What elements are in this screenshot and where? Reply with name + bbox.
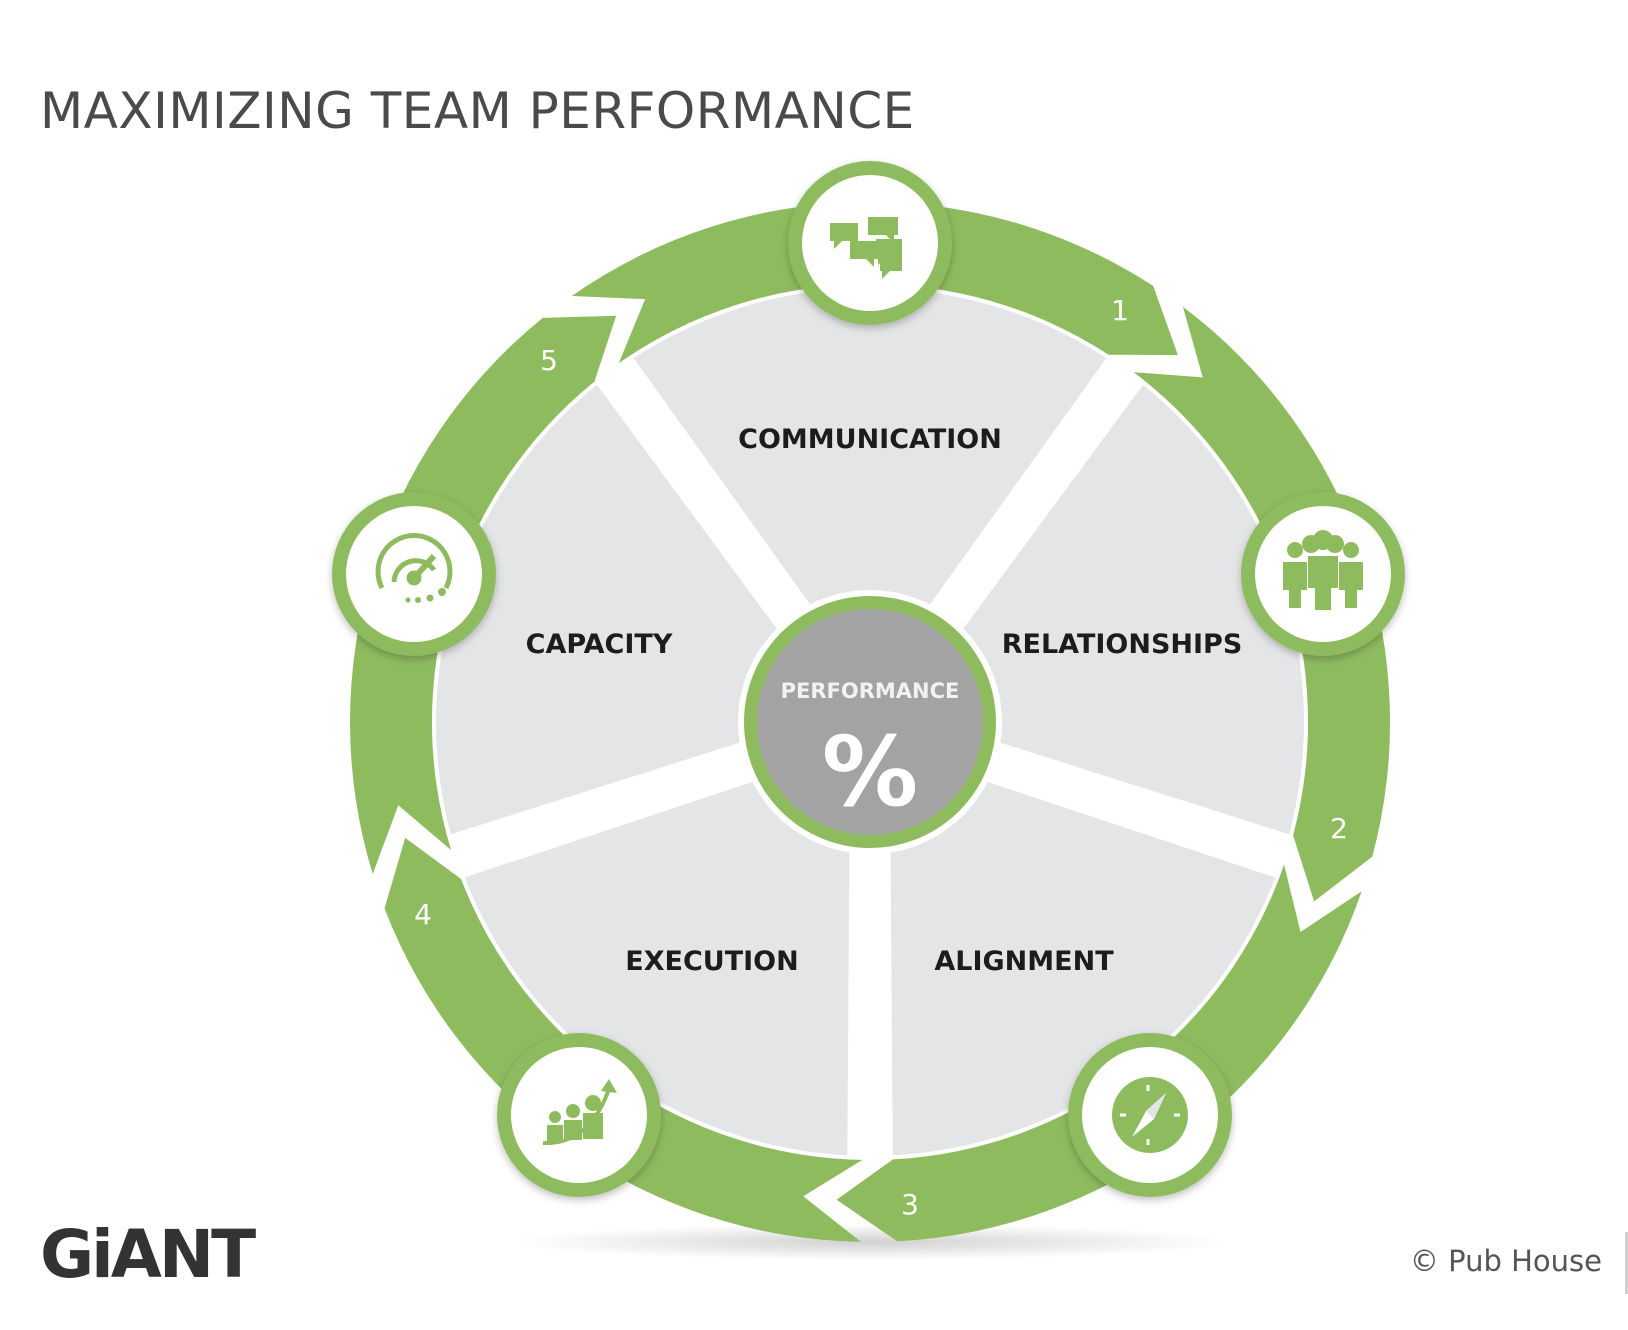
segment-5-badge bbox=[332, 492, 496, 656]
icon-badges bbox=[332, 161, 1405, 1197]
segment-capacity bbox=[436, 384, 777, 835]
ring-arrow-2 bbox=[1133, 306, 1391, 902]
segment-label-relationships: RELATIONSHIPS bbox=[1002, 629, 1243, 660]
giant-logo: GiANT bbox=[40, 1216, 256, 1293]
chat-bubbles-icon bbox=[830, 217, 902, 279]
segment-label-capacity: CAPACITY bbox=[526, 629, 673, 660]
segment-3-badge bbox=[1068, 1033, 1232, 1197]
segment-2-badge bbox=[1241, 492, 1405, 656]
team-people-icon bbox=[1283, 530, 1363, 610]
center-label: PERFORMANCE bbox=[781, 679, 960, 703]
segment-alignment bbox=[890, 781, 1276, 1156]
segment-label-communication: COMMUNICATION bbox=[738, 424, 1002, 455]
step-number-2: 2 bbox=[1330, 812, 1348, 845]
step-number-1: 1 bbox=[1111, 294, 1129, 327]
center-percent-symbol: % bbox=[822, 716, 918, 828]
segment-label-execution: EXECUTION bbox=[625, 946, 798, 977]
segment-labels: COMMUNICATION RELATIONSHIPS ALIGNMENT EX… bbox=[414, 294, 1348, 1221]
segment-communication bbox=[633, 287, 1107, 605]
center-hub: PERFORMANCE % bbox=[744, 596, 996, 848]
segments bbox=[436, 287, 1304, 1156]
growth-people-icon bbox=[542, 1079, 617, 1146]
step-number-3: 3 bbox=[901, 1188, 919, 1221]
ring-arrow-5 bbox=[350, 315, 617, 874]
speedometer-icon bbox=[375, 533, 453, 603]
copyright-text: © Pub House bbox=[1409, 1244, 1602, 1278]
segment-1-badge bbox=[788, 161, 952, 325]
compass-icon bbox=[1112, 1077, 1188, 1153]
step-number-5: 5 bbox=[540, 344, 558, 377]
floor-shadow bbox=[510, 1224, 1230, 1260]
segment-relationships bbox=[963, 384, 1304, 835]
edge-divider bbox=[1625, 1232, 1628, 1294]
step-number-4: 4 bbox=[414, 898, 432, 931]
page-title: MAXIMIZING TEAM PERFORMANCE bbox=[40, 82, 915, 140]
segment-execution bbox=[464, 781, 850, 1156]
segment-label-alignment: ALIGNMENT bbox=[934, 946, 1114, 977]
segment-4-badge bbox=[497, 1033, 661, 1197]
